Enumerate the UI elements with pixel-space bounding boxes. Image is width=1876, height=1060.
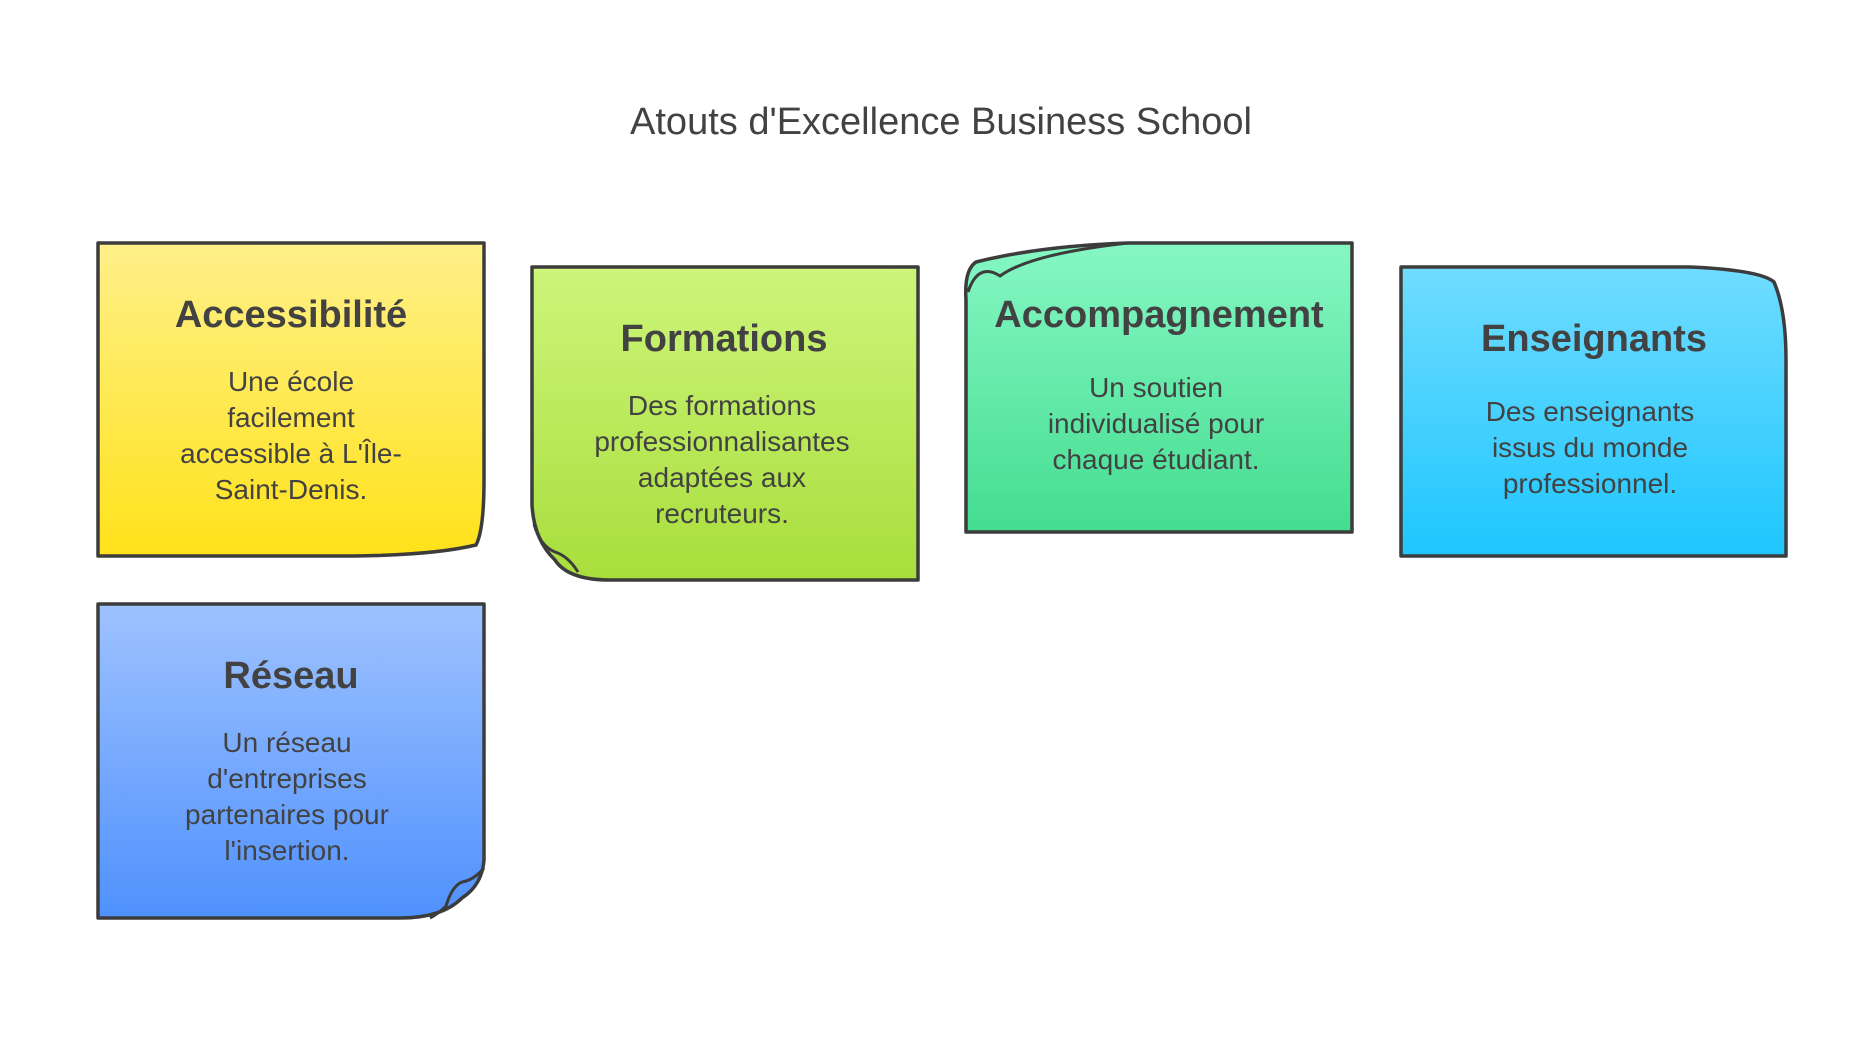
diagram-title: Atouts d'Excellence Business School [630, 101, 1252, 143]
card-4-line-3: professionnel. [1503, 468, 1677, 499]
card-4-heading: Enseignants [1481, 318, 1707, 360]
card-formations: Formations Des formations professionnali… [530, 265, 920, 582]
card-1-line-2: facilement [227, 402, 355, 433]
card-5-note-shape [96, 602, 486, 920]
card-2-note-shape [530, 265, 920, 582]
card-3-line-2: individualisé pour [1048, 408, 1264, 439]
card-5-line-4: l'insertion. [224, 835, 349, 866]
card-3-heading: Accompagnement [994, 294, 1324, 336]
card-2-line-1: Des formations [628, 390, 816, 421]
card-1-line-4: Saint-Denis. [215, 474, 368, 505]
card-3-corner-curl [966, 241, 1129, 293]
card-1-line-1: Une école [228, 366, 354, 397]
card-5-line-3: partenaires pour [185, 799, 389, 830]
card-1-heading: Accessibilité [175, 294, 407, 336]
card-accompagnement: Accompagnement Un soutien individualisé … [963, 241, 1354, 534]
card-4-line-2: issus du monde [1492, 432, 1688, 463]
card-1-note-shape [96, 241, 486, 558]
card-enseignants: Enseignants Des enseignants issus du mon… [1399, 265, 1788, 558]
card-2-heading: Formations [621, 318, 828, 360]
card-3-line-1: Un soutien [1089, 372, 1223, 403]
card-accessibilite: Accessibilité Une école facilement acces… [96, 241, 486, 558]
card-3-line-3: chaque étudiant. [1052, 444, 1259, 475]
card-4-line-1: Des enseignants [1486, 396, 1695, 427]
card-5-line-1: Un réseau [222, 727, 351, 758]
card-2-line-3: adaptées aux [638, 462, 806, 493]
card-5-heading: Réseau [223, 655, 358, 697]
card-3-note-shape [963, 241, 1354, 534]
card-2-corner-fold [532, 523, 580, 573]
card-5-corner-fold [429, 867, 486, 920]
card-5-line-2: d'entreprises [207, 763, 366, 794]
card-reseau: Réseau Un réseau d'entreprises partenair… [96, 602, 486, 920]
card-2-line-2: professionnalisantes [594, 426, 849, 457]
card-1-line-3: accessible à L'Île- [180, 438, 402, 469]
card-4-note-shape [1399, 265, 1788, 558]
card-2-line-4: recruteurs. [655, 498, 789, 529]
